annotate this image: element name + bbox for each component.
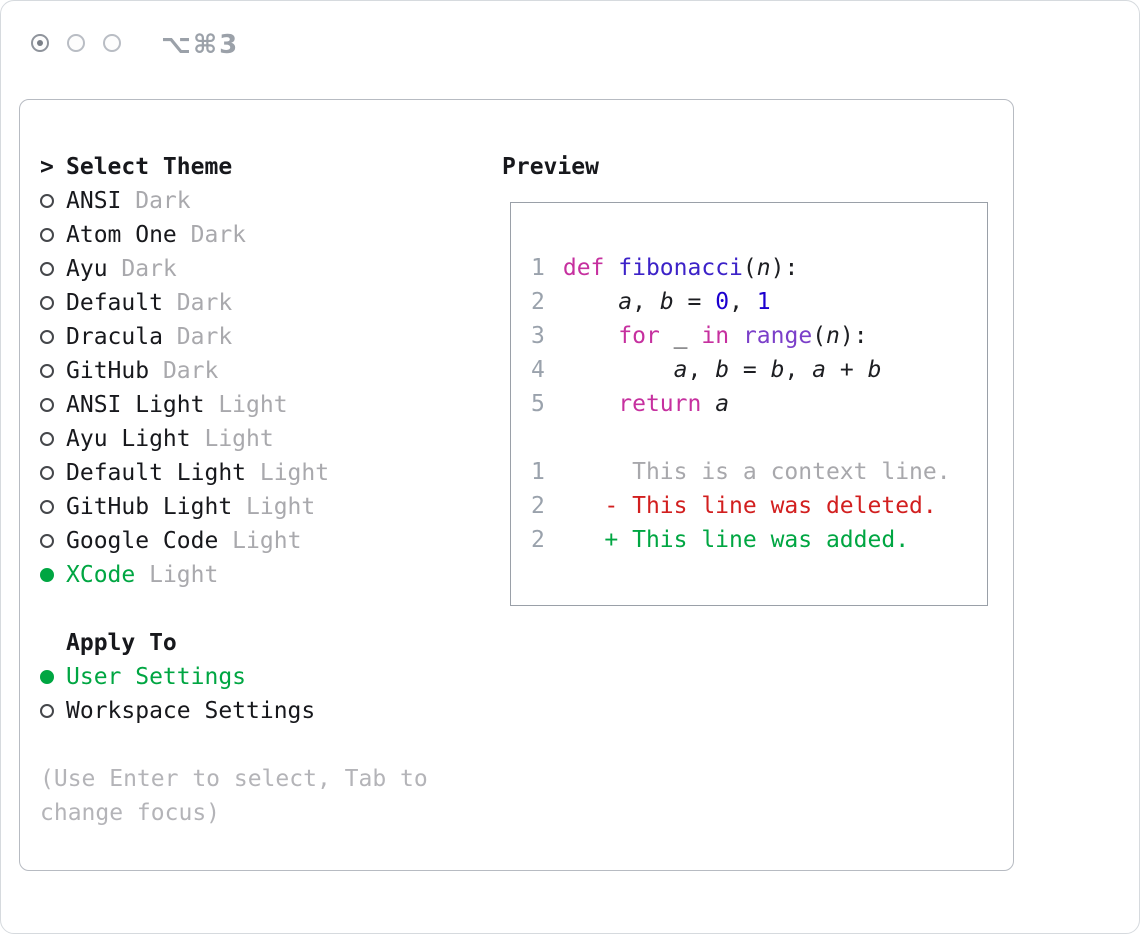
theme-variant: Light	[232, 494, 316, 520]
apply-option-label: User Settings	[66, 664, 247, 690]
window-control-inactive-icon[interactable]	[103, 34, 121, 52]
window-control-active-icon[interactable]	[31, 34, 49, 52]
radio-icon	[40, 432, 54, 446]
theme-variant: Dark	[162, 290, 233, 316]
theme-variant: Light	[204, 392, 288, 418]
theme-option-ansi-light[interactable]: ANSI Light Light	[40, 388, 490, 422]
theme-option-google-code[interactable]: Google Code Light	[40, 524, 490, 558]
line-number: 1	[531, 459, 545, 485]
radio-selected-icon	[40, 670, 54, 684]
apply-option-label: Workspace Settings	[66, 698, 316, 724]
radio-selected-icon	[40, 568, 54, 582]
theme-variant: Light	[246, 460, 330, 486]
radio-icon	[40, 262, 54, 276]
help-hint-text: (Use Enter to select, Tab to change focu…	[40, 766, 428, 826]
theme-name: Google Code	[66, 528, 219, 554]
theme-variant: Dark	[121, 188, 191, 214]
line-number: 2	[531, 289, 545, 315]
radio-icon	[40, 534, 54, 548]
theme-option-ansi[interactable]: ANSI Dark	[40, 184, 490, 218]
theme-name: GitHub Light	[66, 494, 233, 520]
radio-icon	[40, 704, 54, 718]
spacer-row	[40, 728, 490, 762]
theme-option-dracula[interactable]: Dracula Dark	[40, 320, 490, 354]
radio-icon	[40, 364, 54, 378]
code-line: 3 for _ in range(n):	[531, 319, 987, 353]
theme-variant: Dark	[176, 222, 247, 248]
theme-option-github[interactable]: GitHub Dark	[40, 354, 490, 388]
theme-option-github-light[interactable]: GitHub Light Light	[40, 490, 490, 524]
theme-name: GitHub	[66, 358, 150, 384]
apply-to-title: Apply To	[66, 630, 177, 656]
code-line: 4 a, b = b, a + b	[531, 353, 987, 387]
keyboard-shortcut-label: ⌥⌘3	[161, 30, 240, 60]
code-line: 5 return a	[531, 387, 987, 421]
radio-icon	[40, 500, 54, 514]
diff-line-context: 1 This is a context line.	[531, 455, 987, 489]
diff-text: + This line was added.	[562, 527, 910, 553]
radio-icon	[40, 398, 54, 412]
theme-name: Dracula	[66, 324, 163, 350]
diff-block: 1 This is a context line.2 - This line w…	[531, 455, 987, 557]
diff-line-added: 2 + This line was added.	[531, 523, 987, 557]
radio-icon	[40, 296, 54, 310]
line-number: 4	[531, 357, 545, 383]
cursor-marker: >	[40, 154, 54, 180]
apply-to-header: Apply To	[40, 626, 490, 660]
theme-name: Default Light	[66, 460, 247, 486]
theme-name: Ayu Light	[66, 426, 191, 452]
diff-line-deleted: 2 - This line was deleted.	[531, 489, 987, 523]
radio-icon	[40, 330, 54, 344]
theme-name: Ayu	[66, 256, 108, 282]
theme-variant: Light	[135, 562, 219, 588]
diff-text: This is a context line.	[562, 459, 951, 485]
select-theme-title: Select Theme	[66, 154, 233, 180]
code-line: 2 a, b = 0, 1	[531, 285, 987, 319]
theme-name: XCode	[66, 562, 136, 588]
theme-option-atom-one[interactable]: Atom One Dark	[40, 218, 490, 252]
radio-icon	[40, 228, 54, 242]
theme-variant: Light	[190, 426, 274, 452]
window-controls	[31, 34, 139, 56]
theme-name: ANSI	[66, 188, 122, 214]
diff-text: - This line was deleted.	[562, 493, 937, 519]
theme-name: ANSI Light	[66, 392, 205, 418]
theme-variant: Dark	[107, 256, 177, 282]
line-number: 3	[531, 323, 545, 349]
theme-name: Atom One	[66, 222, 177, 248]
apply-option-workspace-settings[interactable]: Workspace Settings	[40, 694, 490, 728]
spacer-row	[40, 592, 490, 626]
line-number: 2	[531, 527, 545, 553]
window-titlebar: ⌥⌘3	[31, 30, 239, 60]
line-number: 5	[531, 391, 545, 417]
theme-variant: Dark	[162, 324, 233, 350]
theme-name: Default	[66, 290, 163, 316]
select-theme-header: > Select Theme	[40, 150, 490, 184]
preview-title: Preview	[502, 154, 599, 180]
theme-option-ayu[interactable]: Ayu Dark	[40, 252, 490, 286]
apply-option-user-settings[interactable]: User Settings	[40, 660, 490, 694]
line-number: 2	[531, 493, 545, 519]
theme-option-ayu-light[interactable]: Ayu Light Light	[40, 422, 490, 456]
theme-variant: Light	[218, 528, 302, 554]
theme-variant: Dark	[149, 358, 219, 384]
line-number: 1	[531, 255, 545, 281]
theme-option-xcode[interactable]: XCode Light	[40, 558, 490, 592]
window-control-inactive-icon[interactable]	[67, 34, 85, 52]
theme-option-default-light[interactable]: Default Light Light	[40, 456, 490, 490]
radio-icon	[40, 466, 54, 480]
theme-option-default[interactable]: Default Dark	[40, 286, 490, 320]
radio-icon	[40, 194, 54, 208]
